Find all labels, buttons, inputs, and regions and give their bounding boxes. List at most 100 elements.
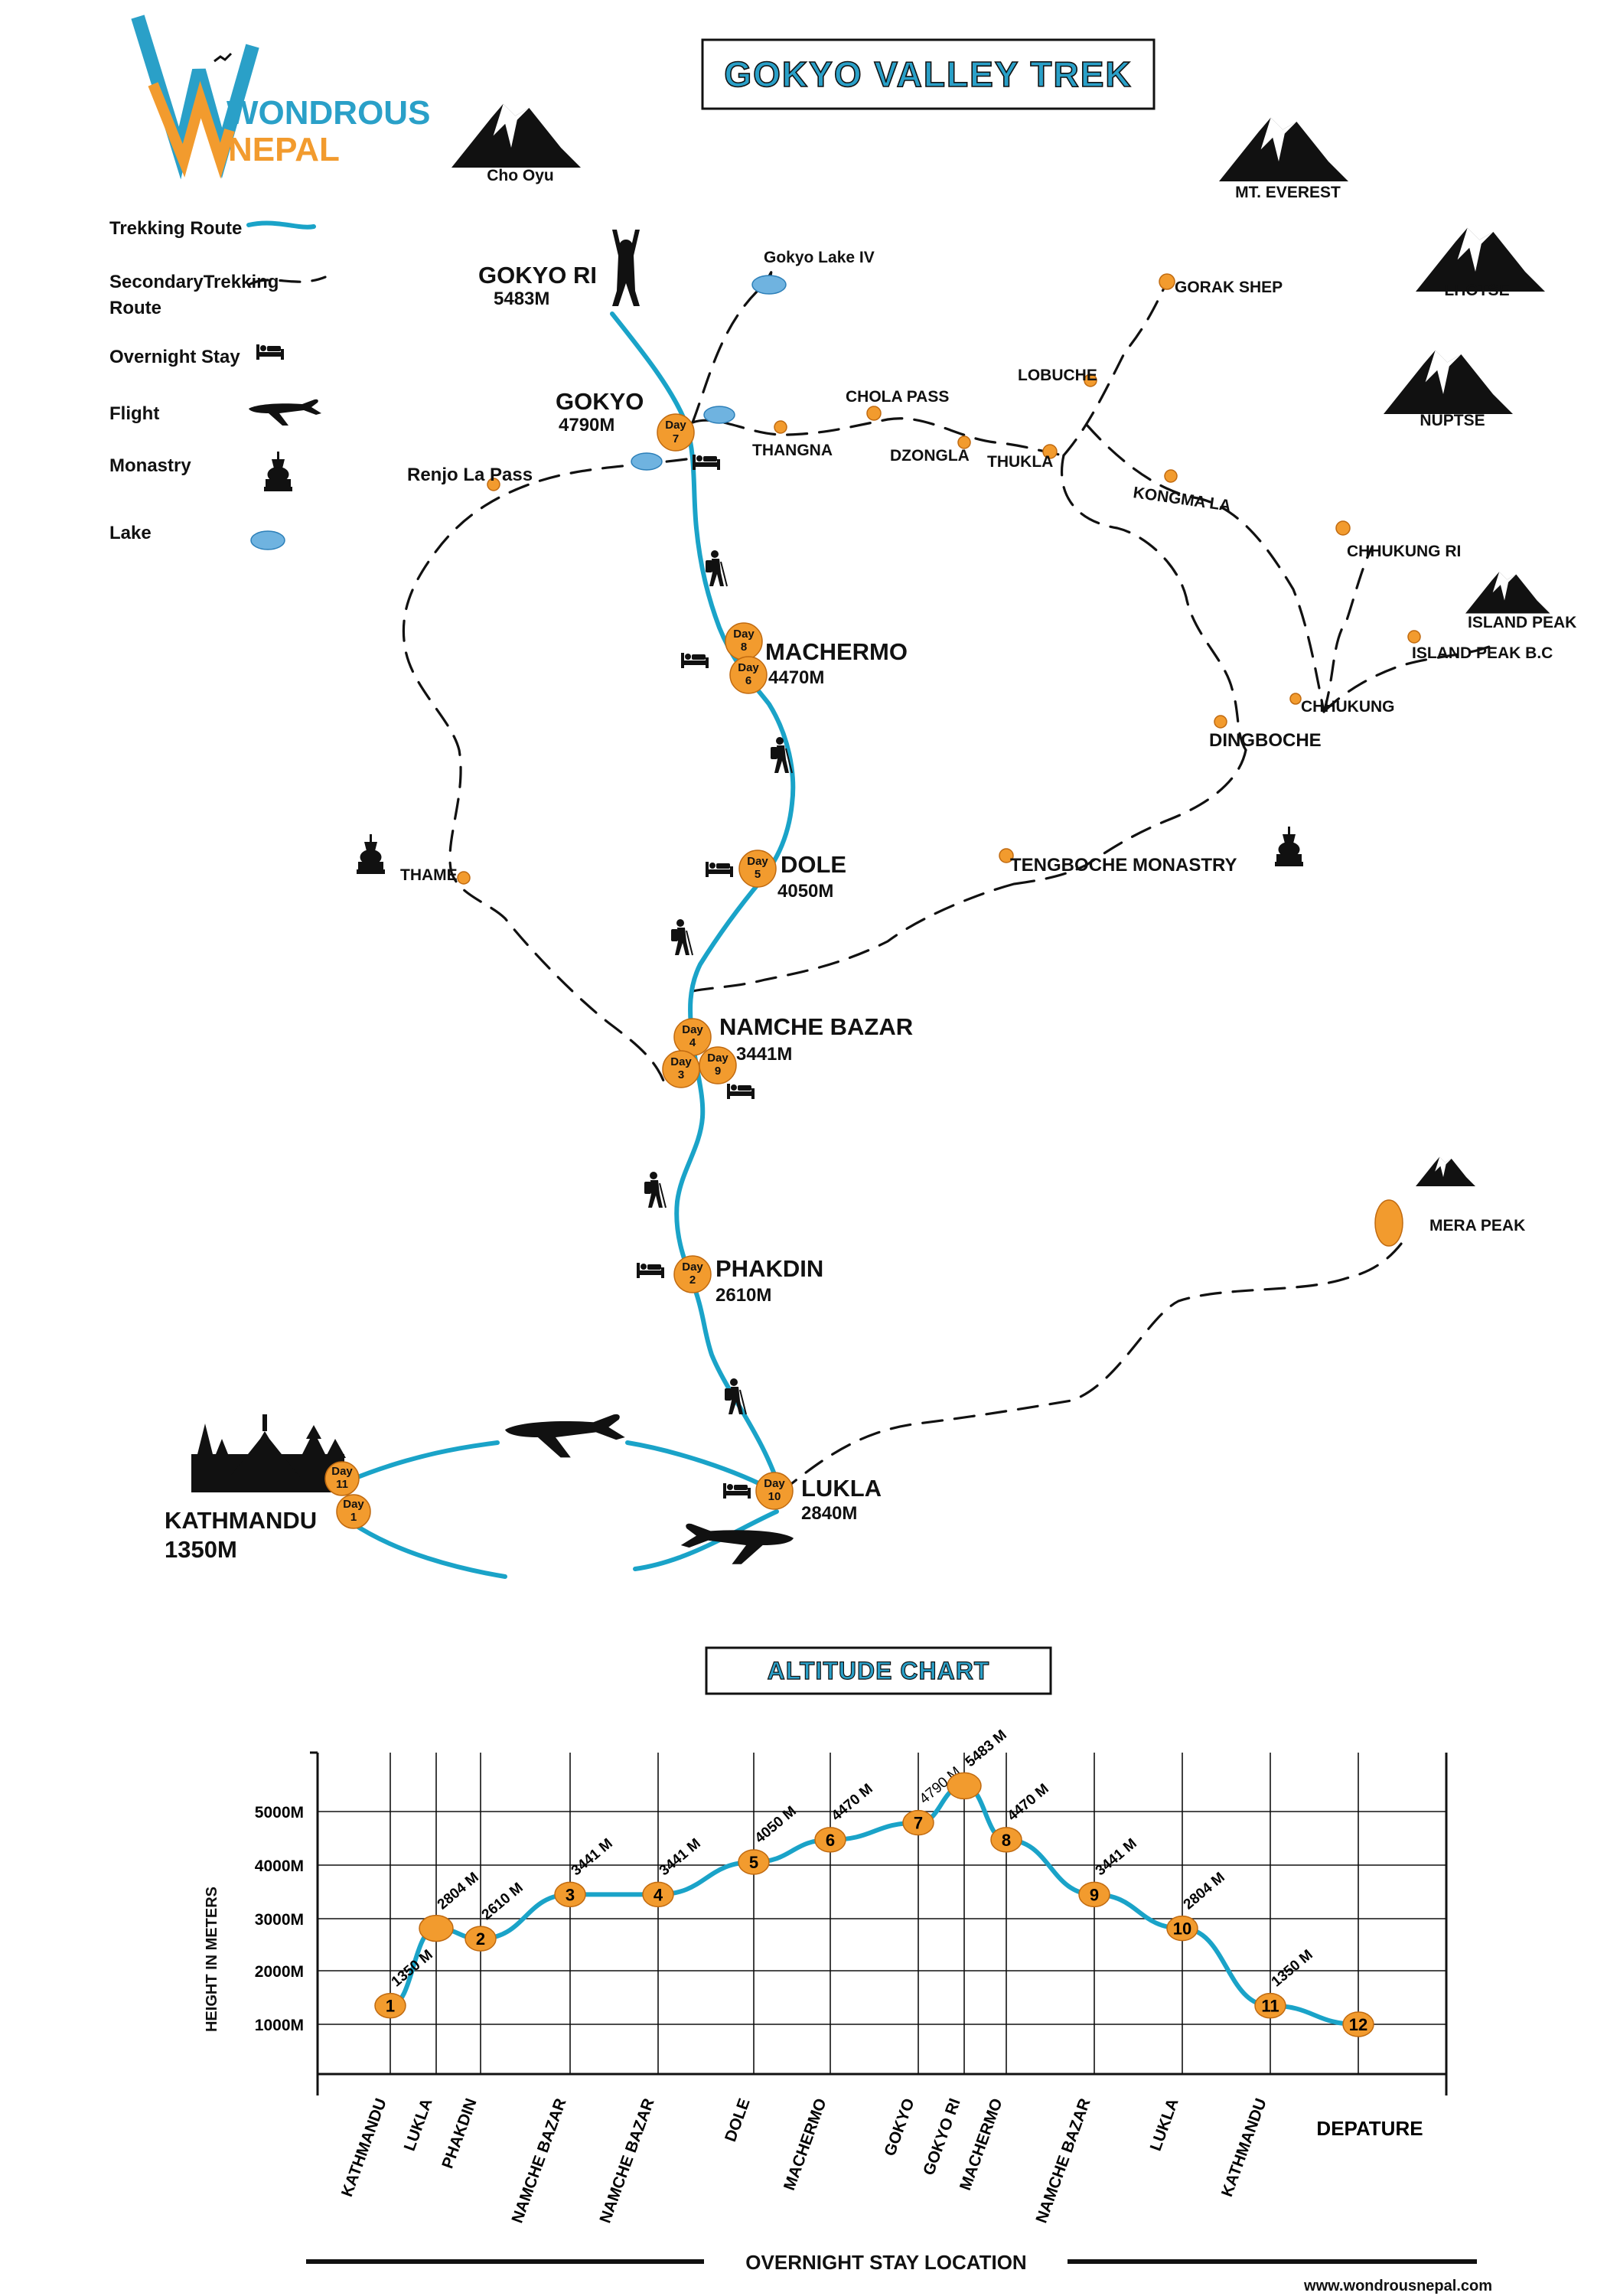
chart-value-label: 2804 M — [435, 1870, 482, 1913]
x-tick-label: DEPATURE — [1316, 2117, 1423, 2140]
logo-line1: WONDROUS — [227, 94, 430, 132]
label-namche: NAMCHE BAZAR — [719, 1013, 913, 1040]
day-marker-dole: Day 5 — [738, 850, 777, 888]
airplane-icon — [249, 399, 321, 426]
altitude-chart-title-box: ALTITUDE CHART — [705, 1646, 1052, 1695]
hiker-icon — [705, 550, 728, 587]
chart-value-label: 1350 M — [1269, 1947, 1316, 1991]
chart-value-label: 4470 M — [1005, 1781, 1052, 1825]
day-marker-namche-4: Day 4 — [673, 1018, 712, 1056]
label-dole-alt: 4050M — [777, 881, 833, 902]
svg-text:11: 11 — [336, 1478, 348, 1491]
chart-value-label: 4050 M — [752, 1803, 800, 1847]
label-thukla: THUKLA — [987, 453, 1053, 471]
peak-everest: MT. EVEREST — [1235, 184, 1341, 201]
chart-point-label: 8 — [1002, 1831, 1011, 1850]
chart-point-marker — [902, 1809, 934, 1836]
chart-point-label: 5 — [749, 1853, 758, 1872]
logo-line2: NEPAL — [228, 131, 340, 168]
x-tick-label: PHAKDIN — [438, 2096, 480, 2171]
chart-point-marker — [1166, 1915, 1198, 1942]
svg-text:Day: Day — [733, 628, 755, 641]
chart-grid — [310, 1751, 1448, 2095]
peak-mera: MERA PEAK — [1429, 1217, 1525, 1234]
label-kathmandu: KATHMANDU — [165, 1507, 317, 1534]
label-gokyo-ri-alt: 5483M — [494, 289, 549, 309]
label-phakdin: PHAKDIN — [715, 1255, 823, 1282]
page-title: GOKYO VALLEY TREK — [724, 54, 1132, 94]
legend-label-secondary-route-2: Route — [109, 298, 161, 318]
hiker-icon — [644, 1171, 667, 1208]
chart-value-label: 3441 M — [569, 1835, 616, 1879]
label-namche-alt: 3441M — [736, 1044, 792, 1065]
label-gokyo-lake: Gokyo Lake IV — [764, 249, 875, 266]
legend-label-overnight: Overnight Stay — [109, 347, 240, 367]
bed-icon — [681, 653, 709, 668]
svg-text:Day: Day — [670, 1055, 692, 1068]
svg-text:2: 2 — [689, 1274, 696, 1287]
y-tick-label: 3000M — [255, 1911, 304, 1929]
chart-point-marker — [642, 1881, 674, 1908]
svg-text:Day: Day — [682, 1261, 703, 1274]
chart-value-label: 5483 M — [963, 1727, 1010, 1770]
chart-point-label: 7 — [914, 1814, 923, 1833]
chart-point-marker — [990, 1827, 1022, 1853]
chart-x-axis-label-group: OVERNIGHT STAY LOCATION — [306, 2251, 1477, 2274]
secondary-routes — [402, 271, 1500, 1494]
secondary-route-line — [247, 276, 327, 286]
summit-person-icon — [612, 230, 640, 306]
website-link[interactable]: www.wondrousnepal.com — [1303, 2278, 1492, 2294]
kathmandu-skyline-icon — [191, 1414, 346, 1492]
bed-icon — [637, 1263, 664, 1278]
lakes — [631, 275, 787, 471]
x-tick-label: MACHERMO — [957, 2096, 1006, 2193]
chart-point-label: 4 — [654, 1885, 663, 1904]
x-tick-label: KATHMANDU — [338, 2096, 390, 2200]
mountain-icon — [1384, 350, 1513, 414]
chart-value-label: 3441 M — [657, 1835, 704, 1879]
day-markers: Day 7 Day 8 Day 6 Day 5 Day 4 Day 3 — [324, 413, 794, 1529]
chart-value-label: 2610 M — [479, 1880, 526, 1923]
chart-point: 11 1350 M — [1254, 1947, 1316, 2019]
x-tick-label: NAMCHE BAZAR — [596, 2096, 657, 2226]
chart-point-marker — [814, 1827, 846, 1853]
legend-label-flight: Flight — [109, 403, 159, 424]
chart-point: 12 — [1342, 2011, 1374, 2037]
day-marker-gokyo: Day 7 — [657, 413, 695, 452]
day-marker-namche-9: Day 9 — [699, 1046, 737, 1084]
day-marker-machermo-6: Day 6 — [729, 656, 768, 694]
legend-label-lake: Lake — [109, 523, 152, 543]
chart-point-label: 6 — [826, 1831, 835, 1850]
chart-title: ALTITUDE CHART — [768, 1657, 990, 1684]
stupa-icon — [1275, 827, 1303, 866]
svg-text:Day: Day — [682, 1023, 703, 1036]
mountain-icon — [1416, 1156, 1475, 1186]
chart-point-marker — [1254, 1992, 1286, 2019]
altitude-line — [390, 1783, 1359, 2027]
svg-text:6: 6 — [745, 674, 751, 687]
airplane-icon — [504, 1414, 625, 1458]
svg-text:1: 1 — [350, 1511, 357, 1524]
label-island-bc: ISLAND PEAK B.C — [1412, 644, 1553, 662]
svg-text:4: 4 — [689, 1036, 696, 1049]
label-machermo: MACHERMO — [765, 638, 908, 665]
label-gokyo: GOKYO — [556, 388, 644, 415]
label-dole: DOLE — [781, 851, 846, 878]
svg-text:10: 10 — [768, 1490, 781, 1503]
svg-text:8: 8 — [741, 641, 747, 654]
label-renjo: Renjo La Pass — [407, 465, 533, 485]
bed-icon — [693, 455, 720, 470]
lake-icon — [631, 452, 663, 471]
chart-point-label: 12 — [1349, 2015, 1367, 2034]
stupa-icon — [264, 452, 292, 491]
chart-point-label: 11 — [1261, 1997, 1279, 2016]
peak-lhotse: LHOTSE — [1444, 282, 1509, 299]
label-thangna: THANGNA — [752, 442, 833, 459]
svg-text:9: 9 — [715, 1065, 721, 1078]
